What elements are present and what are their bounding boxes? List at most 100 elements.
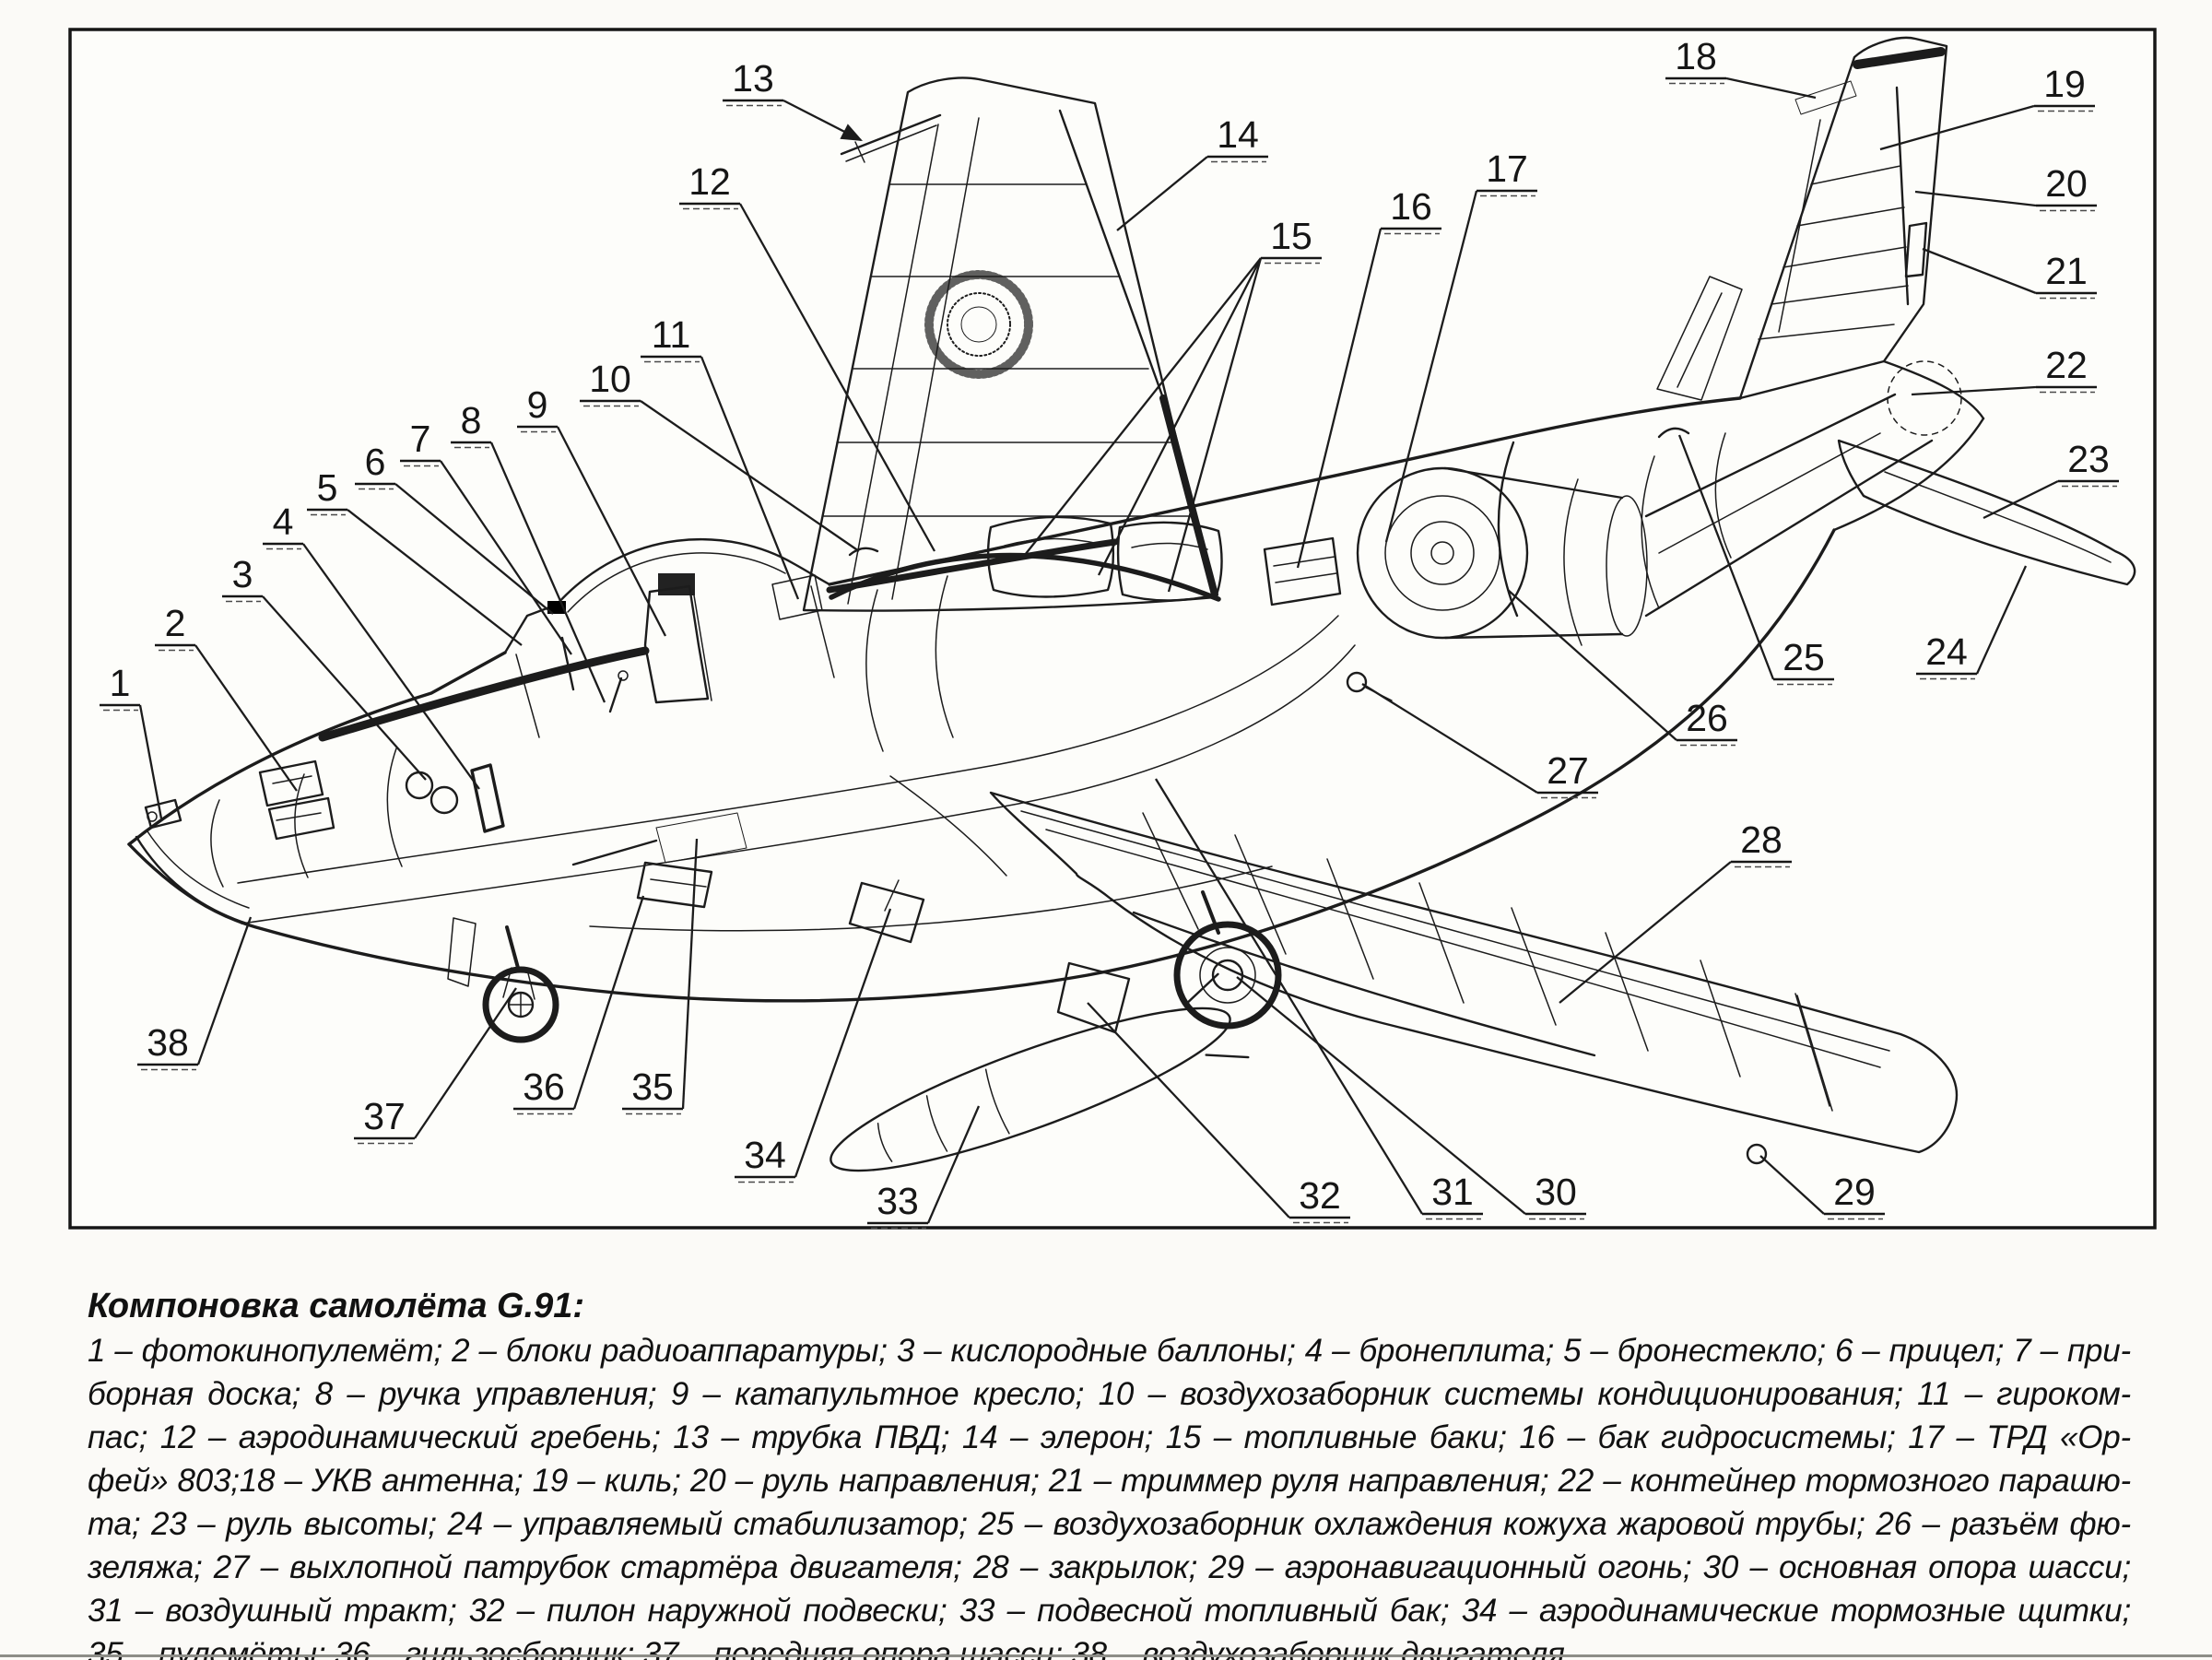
pitot-tube — [840, 113, 942, 163]
caption-line: борная доска; 8 – ручка управления; 9 – … — [88, 1376, 2131, 1412]
svg-text:1: 1 — [110, 662, 131, 704]
caption-line: зеляжа; 27 – выхлопной патрубок стартёра… — [88, 1549, 2131, 1585]
caption-line: та; 23 – руль высоты; 24 – управляемый с… — [88, 1506, 2131, 1542]
svg-text:4: 4 — [273, 500, 294, 543]
svg-text:33: 33 — [877, 1180, 919, 1222]
intake-air-duct — [237, 615, 1356, 924]
part-label-5: 5 — [307, 466, 523, 646]
svg-text:9: 9 — [527, 383, 548, 426]
svg-text:15: 15 — [1270, 215, 1312, 257]
ac-intake-scoop — [848, 547, 879, 557]
part-label-14: 14 — [1116, 113, 1268, 231]
part-label-26: 26 — [1507, 589, 1737, 747]
svg-text:19: 19 — [2043, 63, 2086, 105]
svg-text:26: 26 — [1686, 697, 1728, 739]
svg-text:5: 5 — [317, 466, 338, 509]
part-label-24: 24 — [1916, 565, 2028, 680]
control-stick — [608, 677, 623, 713]
svg-text:38: 38 — [147, 1021, 189, 1064]
navigation-light — [1746, 1143, 1768, 1165]
part-label-21: 21 — [1922, 247, 2097, 300]
seat-headrest — [658, 573, 695, 595]
horizontal-stabilizer — [1837, 439, 2136, 586]
brake-parachute-container — [1887, 360, 1962, 436]
part-label-1: 1 — [100, 662, 163, 819]
roundel — [924, 270, 1033, 379]
svg-text:23: 23 — [2067, 438, 2110, 480]
svg-text:31: 31 — [1431, 1171, 1474, 1213]
part-label-18: 18 — [1665, 35, 1817, 100]
caption-line: пас; 12 – аэродинамический гребень; 13 –… — [88, 1419, 2131, 1455]
svg-text:7: 7 — [410, 418, 431, 460]
drop-tank — [830, 972, 1250, 1172]
svg-text:8: 8 — [461, 399, 482, 441]
fuselage-break-joint — [1497, 441, 1519, 618]
near-wing — [889, 775, 1959, 1165]
part-label-15: 15 — [1024, 215, 1322, 593]
radio-equipment — [258, 759, 335, 841]
svg-text:37: 37 — [363, 1095, 406, 1137]
svg-text:10: 10 — [589, 358, 631, 400]
caption-lines: 1 – фотокинопулемёт; 2 – блоки радиоаппа… — [88, 1329, 2131, 1660]
svg-text:13: 13 — [732, 57, 774, 100]
part-label-19: 19 — [1879, 63, 2095, 151]
part-label-4: 4 — [263, 500, 480, 790]
svg-text:21: 21 — [2045, 250, 2088, 292]
elevator-hinge — [1884, 471, 2112, 563]
orpheus-engine — [1263, 393, 1934, 701]
aileron-hinge-line — [1058, 109, 1165, 400]
machine-guns — [655, 812, 747, 864]
part-label-2: 2 — [155, 602, 298, 792]
part-label-27: 27 — [1361, 683, 1598, 799]
part-label-11: 11 — [641, 313, 800, 600]
svg-text:3: 3 — [232, 553, 253, 595]
svg-text:30: 30 — [1535, 1171, 1577, 1213]
part-label-33: 33 — [867, 1105, 981, 1230]
rudder-trim-tab — [1904, 221, 1928, 278]
cutaway-figure: 1234567891011121314151617181920212223242… — [68, 28, 2157, 1230]
part-label-30: 30 — [1236, 976, 1586, 1220]
part-label-6: 6 — [355, 441, 554, 615]
svg-text:14: 14 — [1217, 113, 1259, 156]
part-label-29: 29 — [1759, 1155, 1885, 1220]
shell-case-collector — [636, 861, 713, 909]
part-label-36: 36 — [513, 895, 645, 1115]
caption-heading: Компоновка самолёта G.91: — [88, 1287, 585, 1325]
svg-text:20: 20 — [2045, 162, 2088, 205]
cooling-air-scoop — [1657, 427, 1690, 439]
svg-text:6: 6 — [365, 441, 386, 483]
svg-text:24: 24 — [1925, 630, 1968, 673]
part-label-37: 37 — [354, 987, 517, 1145]
jet-pipe — [1644, 393, 1897, 518]
part-label-13: 13 — [723, 57, 864, 142]
part-label-28: 28 — [1559, 818, 1792, 1004]
gun-bay — [571, 812, 747, 909]
svg-text:16: 16 — [1390, 185, 1432, 228]
svg-text:27: 27 — [1547, 749, 1589, 792]
instrument-panel — [560, 636, 575, 691]
svg-text:22: 22 — [2045, 344, 2088, 386]
part-label-38: 38 — [137, 916, 253, 1071]
nose-equipment — [144, 759, 505, 841]
fuel-tanks — [986, 515, 1223, 602]
part-label-17: 17 — [1384, 147, 1537, 543]
airbrake — [848, 879, 925, 944]
part-label-25: 25 — [1677, 434, 1834, 686]
caption-line: 1 – фотокинопулемёт; 2 – блоки радиоаппа… — [88, 1333, 2131, 1369]
caption: Компоновка самолёта G.91: 1 – фотокинопу… — [88, 1283, 2131, 1660]
part-label-7: 7 — [400, 418, 572, 655]
part-label-16: 16 — [1296, 185, 1441, 569]
part-label-3: 3 — [222, 553, 427, 781]
svg-text:32: 32 — [1299, 1174, 1341, 1217]
svg-text:11: 11 — [652, 313, 691, 356]
scan-artifact-line — [0, 1654, 2212, 1657]
nose-wheel — [482, 966, 559, 1043]
part-label-9: 9 — [517, 383, 667, 637]
cockpit-sill-shading — [318, 646, 650, 742]
svg-text:36: 36 — [523, 1065, 565, 1108]
far-wing — [802, 77, 1221, 612]
svg-text:35: 35 — [631, 1065, 674, 1108]
uhf-antenna — [1794, 80, 1857, 115]
cockpit — [515, 573, 835, 738]
